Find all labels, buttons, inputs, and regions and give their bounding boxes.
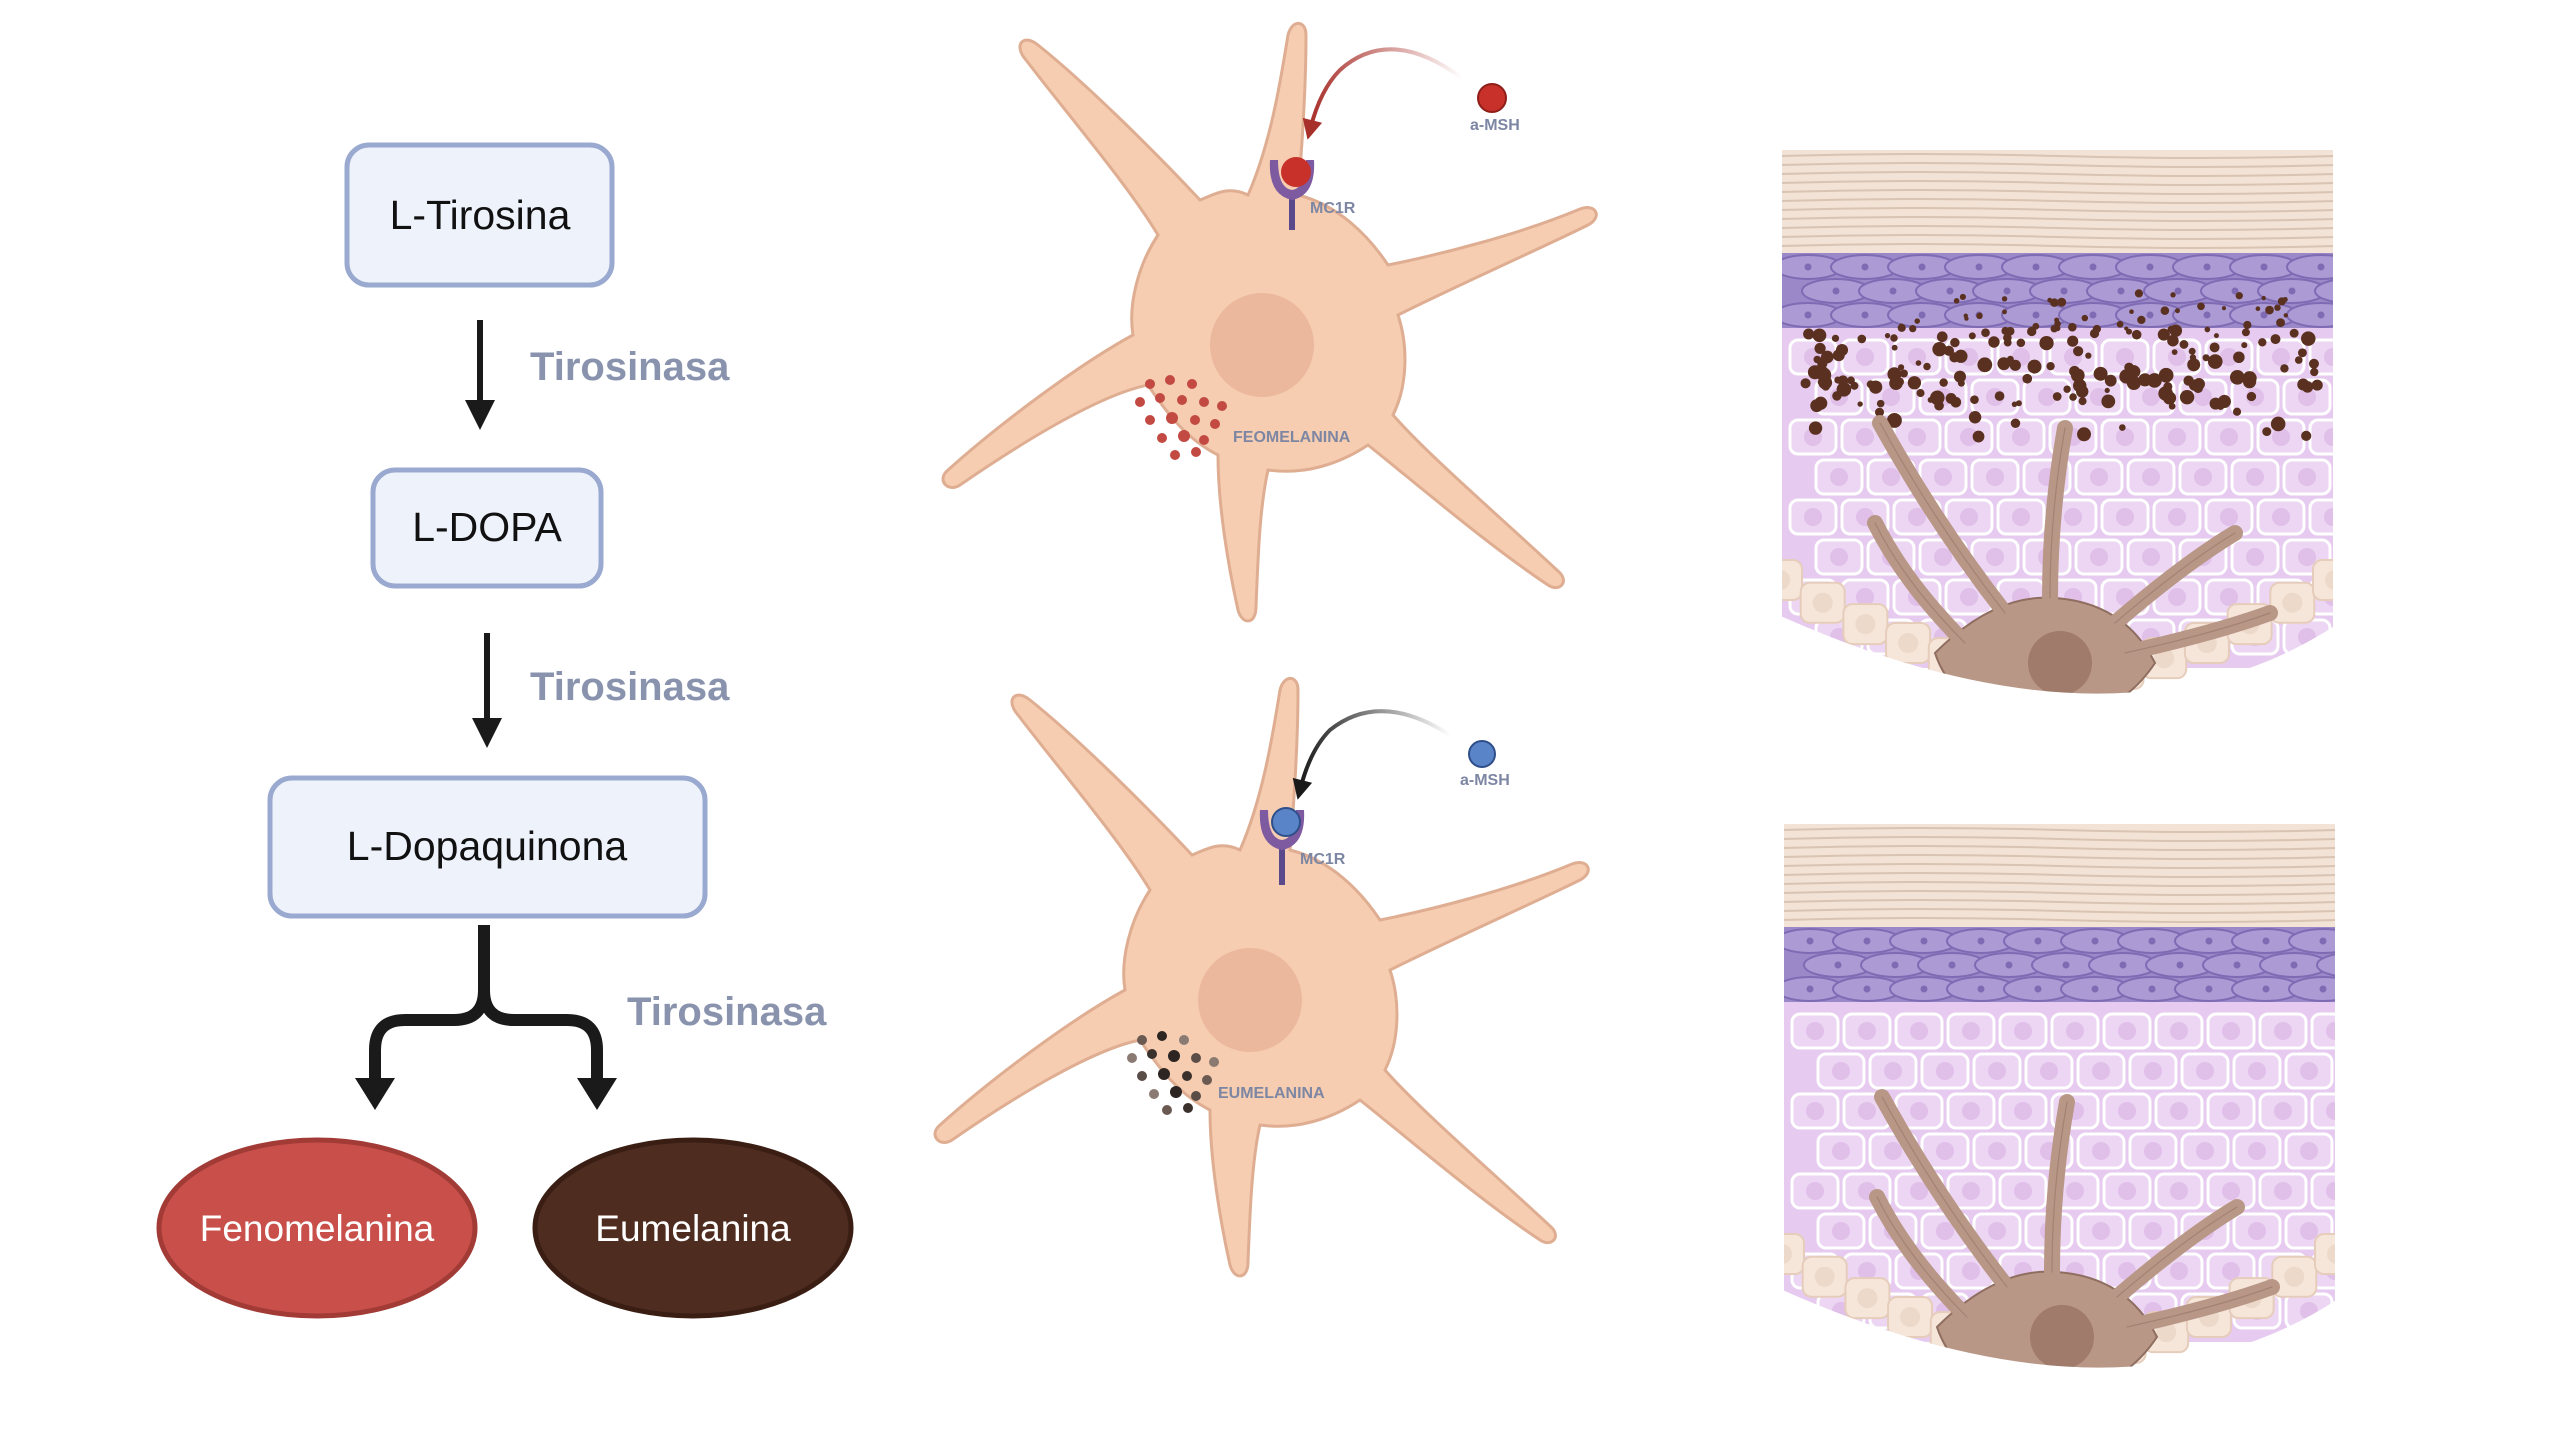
biosynthesis-pathway: L-Tirosina Tirosinasa L-DOPA Tirosinasa … [156, 142, 854, 1319]
nucleus [1198, 948, 1302, 1052]
eumelanin-granules [1127, 1031, 1219, 1115]
melanocyte-feomelanina: FEOMELANINA MC1R a-MSH [941, 21, 1598, 623]
ligand-free [1477, 83, 1507, 113]
oval-fenomelanina [156, 1137, 478, 1319]
label-eumelanina: Eumelanina [595, 1208, 791, 1249]
ligand-free [1468, 740, 1496, 768]
box-l-dopa [370, 467, 604, 589]
label-l-dopa: L-DOPA [412, 504, 562, 550]
ligand-bound [1271, 807, 1301, 837]
skin-section-unpigmented [1780, 820, 2339, 1372]
enzyme-label-1: Tirosinasa [530, 345, 730, 389]
melanocyte-eumelanina: EUMELANINA MC1R a-MSH [933, 676, 1590, 1278]
pigment-label: EUMELANINA [1218, 1085, 1325, 1102]
box-l-tirosina [344, 142, 615, 288]
enzyme-label-2: Tirosinasa [530, 665, 730, 709]
box-l-dopaquinona [267, 775, 708, 919]
pigment-label: FEOMELANINA [1233, 429, 1351, 446]
receptor-label: MC1R [1300, 851, 1346, 868]
branch-arrow [369, 925, 603, 1085]
ligand-label: a-MSH [1470, 117, 1520, 134]
ligand-arrow [1292, 709, 1452, 800]
label-l-dopaquinona: L-Dopaquinona [347, 823, 628, 869]
label-l-tirosina: L-Tirosina [390, 192, 571, 238]
ligand-arrow [1302, 47, 1464, 140]
nucleus [1210, 293, 1314, 397]
melanin-granules [1800, 289, 2323, 443]
receptor-label: MC1R [1310, 200, 1356, 217]
ligand-bound [1281, 157, 1311, 187]
skin-layers [1780, 148, 2335, 696]
mc1r-receptor [1269, 160, 1315, 200]
ligand-label: a-MSH [1460, 772, 1510, 789]
oval-eumelanina [532, 1137, 854, 1319]
enzyme-label-3: Tirosinasa [627, 990, 827, 1034]
label-fenomelanina: Fenomelanina [200, 1208, 435, 1249]
skin-section-pigmented [1778, 146, 2337, 698]
mc1r-receptor [1259, 810, 1305, 850]
branch-arrowhead-right [577, 1078, 617, 1110]
skin-melanocyte [1867, 415, 2278, 696]
feomelanin-granules [1135, 375, 1227, 460]
branch-arrowhead-left [355, 1078, 395, 1110]
skin-layers [1782, 822, 2337, 1370]
